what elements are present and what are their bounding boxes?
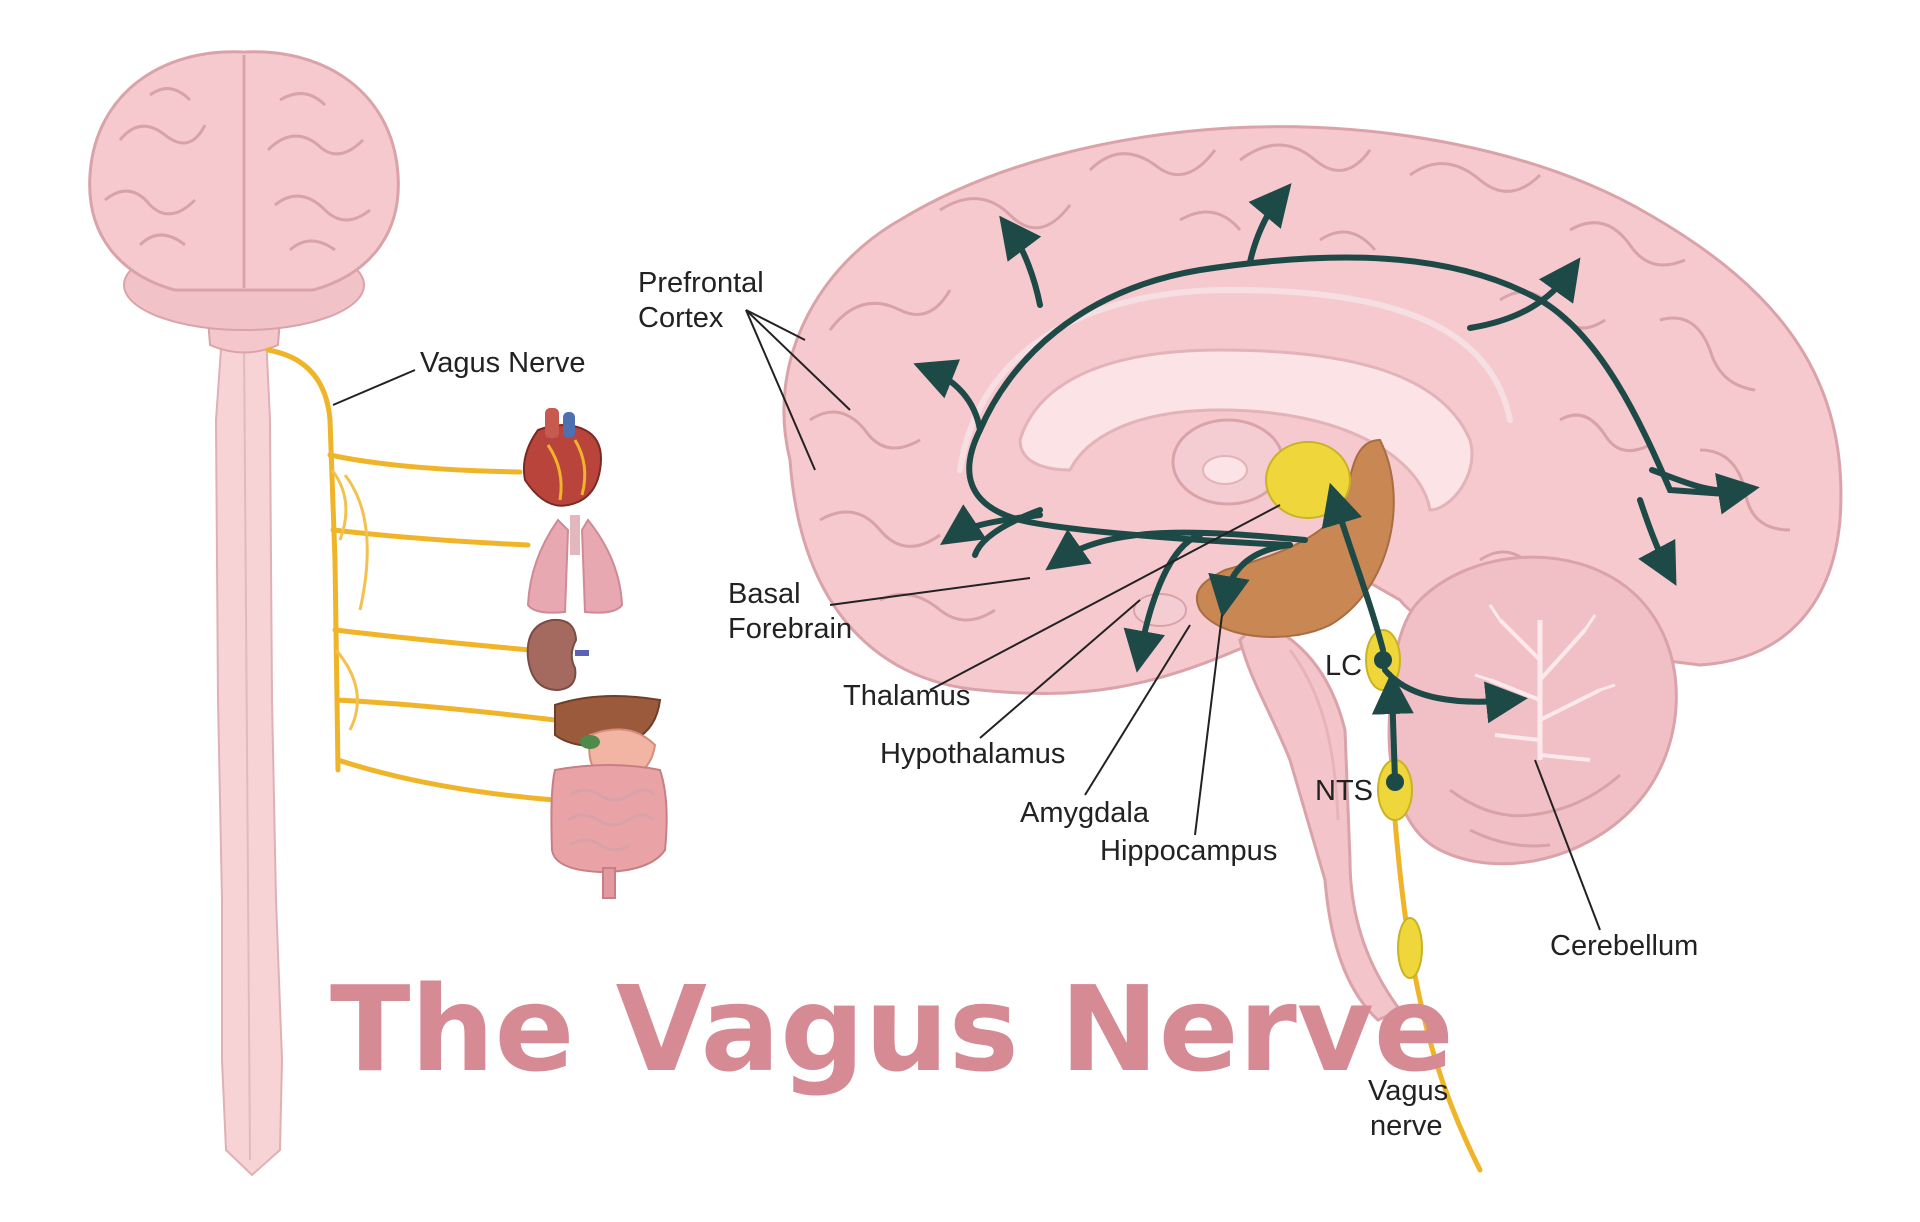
- vagus-nerve-right-label-line2: nerve: [1370, 1110, 1443, 1142]
- prefrontal-label-line2: Cortex: [638, 302, 724, 334]
- hypothalamus-shape: [1133, 593, 1187, 627]
- prefrontal-label-line1: Prefrontal: [638, 267, 764, 299]
- projection-pathways: [913, 183, 1760, 783]
- lungs-icon: [526, 515, 624, 614]
- lc-label: LC: [1325, 650, 1362, 682]
- spinal-cord: [214, 334, 284, 1177]
- page-title: The Vagus Nerve: [330, 960, 1454, 1098]
- vagus-nerve-leader: [332, 369, 416, 406]
- left-brain-illustration: [88, 50, 400, 1177]
- basal-forebrain-label-line2: Forebrain: [728, 613, 852, 645]
- cerebellum-label: Cerebellum: [1550, 930, 1698, 962]
- vagus-nerve-label: Vagus Nerve: [420, 347, 586, 379]
- kidney-icon: [526, 618, 589, 692]
- vagus-nerve-branches: [265, 347, 558, 803]
- cerebellum-shape: [1387, 555, 1678, 866]
- amygdala-label: Amygdala: [1020, 797, 1150, 829]
- brainstem-right: [1238, 618, 1403, 1022]
- basal-forebrain-label-line1: Basal: [728, 578, 801, 610]
- thalamus-label: Thalamus: [843, 680, 970, 712]
- leader-lines: [745, 309, 1601, 931]
- vagus-nerve-right-label-line1: Vagus: [1368, 1075, 1448, 1107]
- heart-icon: [522, 408, 602, 507]
- nts-label: NTS: [1315, 775, 1373, 807]
- hypothalamus-label: Hypothalamus: [880, 738, 1065, 770]
- corpus-callosum: [1018, 348, 1474, 512]
- hippocampus-label: Hippocampus: [1100, 835, 1277, 867]
- intestines-icon: [550, 764, 668, 899]
